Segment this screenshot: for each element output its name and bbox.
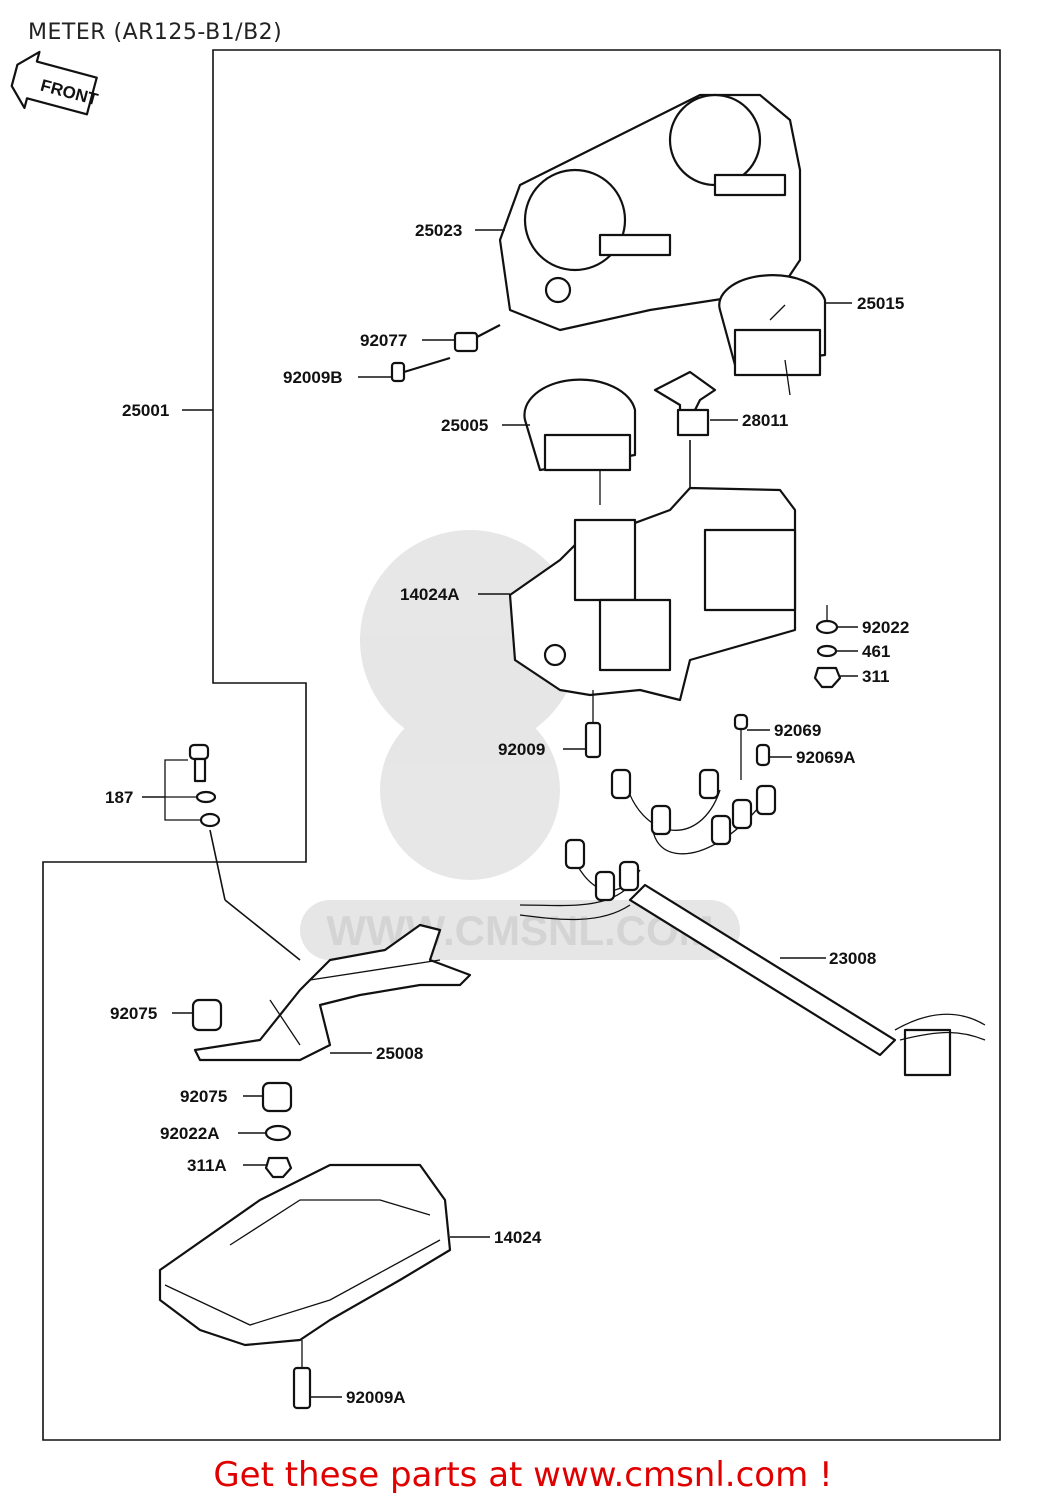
part-label: 92009B	[283, 368, 343, 387]
part-label: 187	[105, 788, 133, 807]
part-label: 92069	[774, 721, 821, 740]
part-label: 92077	[360, 331, 407, 350]
screw-92077	[453, 324, 501, 353]
part-label: 23008	[829, 949, 876, 968]
screw-92009A	[292, 1340, 312, 1410]
part-label: 92075	[180, 1087, 227, 1106]
part-label: 92009	[498, 740, 545, 759]
part-label: 28011	[742, 411, 788, 430]
screw-92009	[584, 690, 602, 759]
screw-92009B	[390, 356, 451, 383]
bolt-187	[164, 743, 221, 828]
part-28011	[653, 370, 717, 437]
washer-461	[816, 644, 838, 658]
part-labels: 25023 25015 92077 92009B 25005 28011 250…	[105, 221, 909, 1407]
bracket-25008	[193, 923, 472, 1062]
front-badge: FRONT	[10, 50, 101, 116]
washer-92022	[815, 619, 839, 635]
washer-92022A	[264, 1124, 292, 1142]
part-label: 25005	[441, 416, 488, 435]
part-label: 92022	[862, 618, 909, 637]
lower-case-14024	[158, 1163, 452, 1347]
diagram-title: METER (AR125-B1/B2)	[28, 20, 283, 45]
gauge-25005	[523, 378, 637, 505]
meter-case-14024A	[508, 486, 797, 702]
nut-311A	[264, 1156, 293, 1179]
grommet-92075-lower	[261, 1081, 293, 1113]
part-label: 25015	[857, 294, 904, 313]
leader-lines	[142, 229, 858, 1398]
part-label: 92009A	[346, 1388, 406, 1407]
part-label: 14024	[494, 1228, 542, 1247]
footer-link-text[interactable]: Get these parts at www.cmsnl.com !	[213, 1455, 833, 1495]
meter-cover-25023	[498, 93, 802, 332]
part-label: 311A	[187, 1156, 227, 1175]
part-label: 311	[862, 667, 889, 686]
part-label: 92022A	[160, 1124, 220, 1143]
part-label: 92069A	[796, 748, 856, 767]
bulb-92069	[733, 713, 771, 780]
part-label: 25008	[376, 1044, 423, 1063]
part-label: 14024A	[400, 585, 460, 604]
part-label: 92075	[110, 1004, 157, 1023]
part-label: 25023	[415, 221, 462, 240]
nut-311	[813, 666, 842, 689]
wire-harness-23008	[519, 768, 986, 1077]
grommet-92075-upper	[191, 998, 223, 1032]
group-outline	[42, 49, 1001, 1441]
part-label: 25001	[122, 401, 169, 420]
part-label: 461	[862, 642, 890, 661]
gauge-25015	[718, 274, 827, 396]
